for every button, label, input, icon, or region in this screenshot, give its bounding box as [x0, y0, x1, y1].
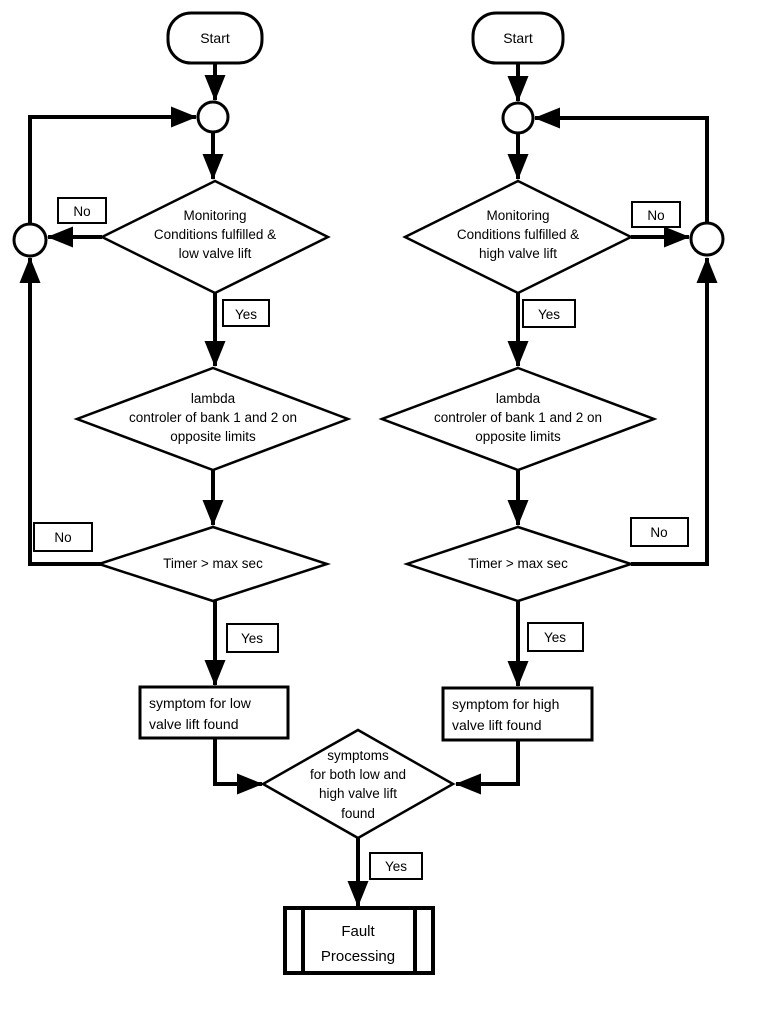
decision-lambda-shape-left [73, 366, 352, 472]
label-monitoring-yes-right: Yes [538, 307, 560, 322]
label-box-merge-yes [369, 852, 423, 880]
start-shape-left [166, 11, 264, 65]
process-symptom-line2-left: valve lift found [149, 716, 239, 732]
start-node-left: Start [166, 11, 264, 65]
decision-lambda-shape-right [378, 366, 658, 472]
process-fault-line2: Processing [321, 948, 395, 965]
label-timer-yes-left: Yes [241, 631, 263, 646]
label-monitoring-yes-left: Yes [235, 307, 257, 322]
edge-symptom-to-merge-right [455, 740, 520, 795]
label-merge-yes: Yes [385, 859, 407, 874]
decision-timer-right: Timer > max sec [403, 525, 636, 603]
connectors-left [19, 63, 263, 795]
label-box-monitoring-no-right [631, 201, 681, 228]
decision-timer-label-left: Timer > max sec [163, 556, 263, 571]
decision-monitoring-shape-right [402, 179, 634, 295]
start-node-right: Start [471, 11, 565, 65]
decision-lambda-line2-left: controler of bank 1 and 2 on [129, 410, 297, 425]
process-symptom-line2-right: valve lift found [452, 717, 542, 733]
decision-lambda-line3-right: opposite limits [475, 429, 561, 444]
start-label-right: Start [503, 30, 533, 46]
process-symptom-right: symptom for high valve lift found [441, 686, 594, 742]
decision-merge-line1: symptoms [327, 748, 389, 763]
junction-circle-side-left [12, 222, 48, 258]
process-symptom-left: symptom for low valve lift found [138, 685, 290, 740]
decision-monitoring-right: Monitoring Conditions fulfilled & high v… [402, 179, 634, 295]
decision-lambda-line1-right: lambda [496, 391, 541, 406]
decision-lambda-line2-right: controler of bank 1 and 2 on [434, 410, 602, 425]
edge-feedback-left [28, 106, 197, 224]
junction-circle-side-right [689, 221, 725, 257]
label-monitoring-no-left: No [73, 204, 90, 219]
decision-timer-left: Timer > max sec [94, 525, 332, 603]
label-timer-no-right: No [650, 525, 667, 540]
label-box-timer-no-left [33, 522, 93, 552]
decision-merge-line2: for both low and [310, 767, 406, 782]
decision-timer-shape-left [94, 525, 332, 603]
decision-lambda-left: lambda controler of bank 1 and 2 on oppo… [73, 366, 352, 472]
process-fault-line1: Fault [341, 923, 375, 940]
label-box-monitoring-yes-right [522, 299, 576, 328]
decision-monitoring-left: Monitoring Conditions fulfilled & low va… [99, 179, 331, 295]
process-symptom-line1-left: symptom for low [149, 695, 252, 711]
decision-merge-line4: found [341, 806, 375, 821]
start-shape-right [471, 11, 565, 65]
label-box-timer-yes-right [527, 622, 584, 652]
label-timer-yes-right: Yes [544, 630, 566, 645]
decision-monitoring-line2-right: Conditions fulfilled & [457, 227, 579, 242]
edge-labels: No Yes No Yes No Yes No Yes Yes [33, 197, 689, 880]
connectors-right [455, 63, 718, 795]
process-fault-shape [283, 906, 435, 975]
label-box-monitoring-no-left [57, 197, 107, 224]
edge-symptom-to-merge-left [213, 738, 263, 795]
decision-monitoring-line1-right: Monitoring [486, 208, 549, 223]
decision-merge-shape [260, 728, 456, 840]
edge-timer-no-left [19, 257, 102, 566]
decision-monitoring-line3-right: high valve lift [479, 246, 557, 261]
decision-lambda-line1-left: lambda [191, 391, 236, 406]
label-box-monitoring-yes-left [222, 299, 270, 327]
process-symptom-shape-left [138, 685, 290, 740]
decision-timer-shape-right [403, 525, 636, 603]
decision-monitoring-line2-left: Conditions fulfilled & [154, 227, 276, 242]
decision-monitoring-shape-left [99, 179, 331, 295]
decision-monitoring-line3-left: low valve lift [179, 246, 252, 261]
decision-monitoring-line1-left: Monitoring [183, 208, 246, 223]
process-symptom-line1-right: symptom for high [452, 696, 559, 712]
label-monitoring-no-right: No [647, 208, 664, 223]
process-fault: Fault Processing [283, 906, 435, 975]
decision-merge-line3: high valve lift [319, 786, 397, 801]
junction-circle-top-left [196, 100, 230, 134]
edge-feedback-right [534, 107, 709, 223]
label-box-timer-yes-left [226, 623, 279, 653]
process-symptom-shape-right [441, 686, 594, 742]
decision-timer-label-right: Timer > max sec [468, 556, 568, 571]
decision-lambda-right: lambda controler of bank 1 and 2 on oppo… [378, 366, 658, 472]
edge-timer-no-right [631, 257, 718, 566]
start-label-left: Start [200, 30, 230, 46]
decision-merge: symptoms for both low and high valve lif… [260, 728, 456, 840]
junction-circle-top-right [501, 101, 535, 135]
label-box-timer-no-right [630, 517, 689, 547]
decision-lambda-line3-left: opposite limits [170, 429, 256, 444]
label-timer-no-left: No [54, 530, 71, 545]
